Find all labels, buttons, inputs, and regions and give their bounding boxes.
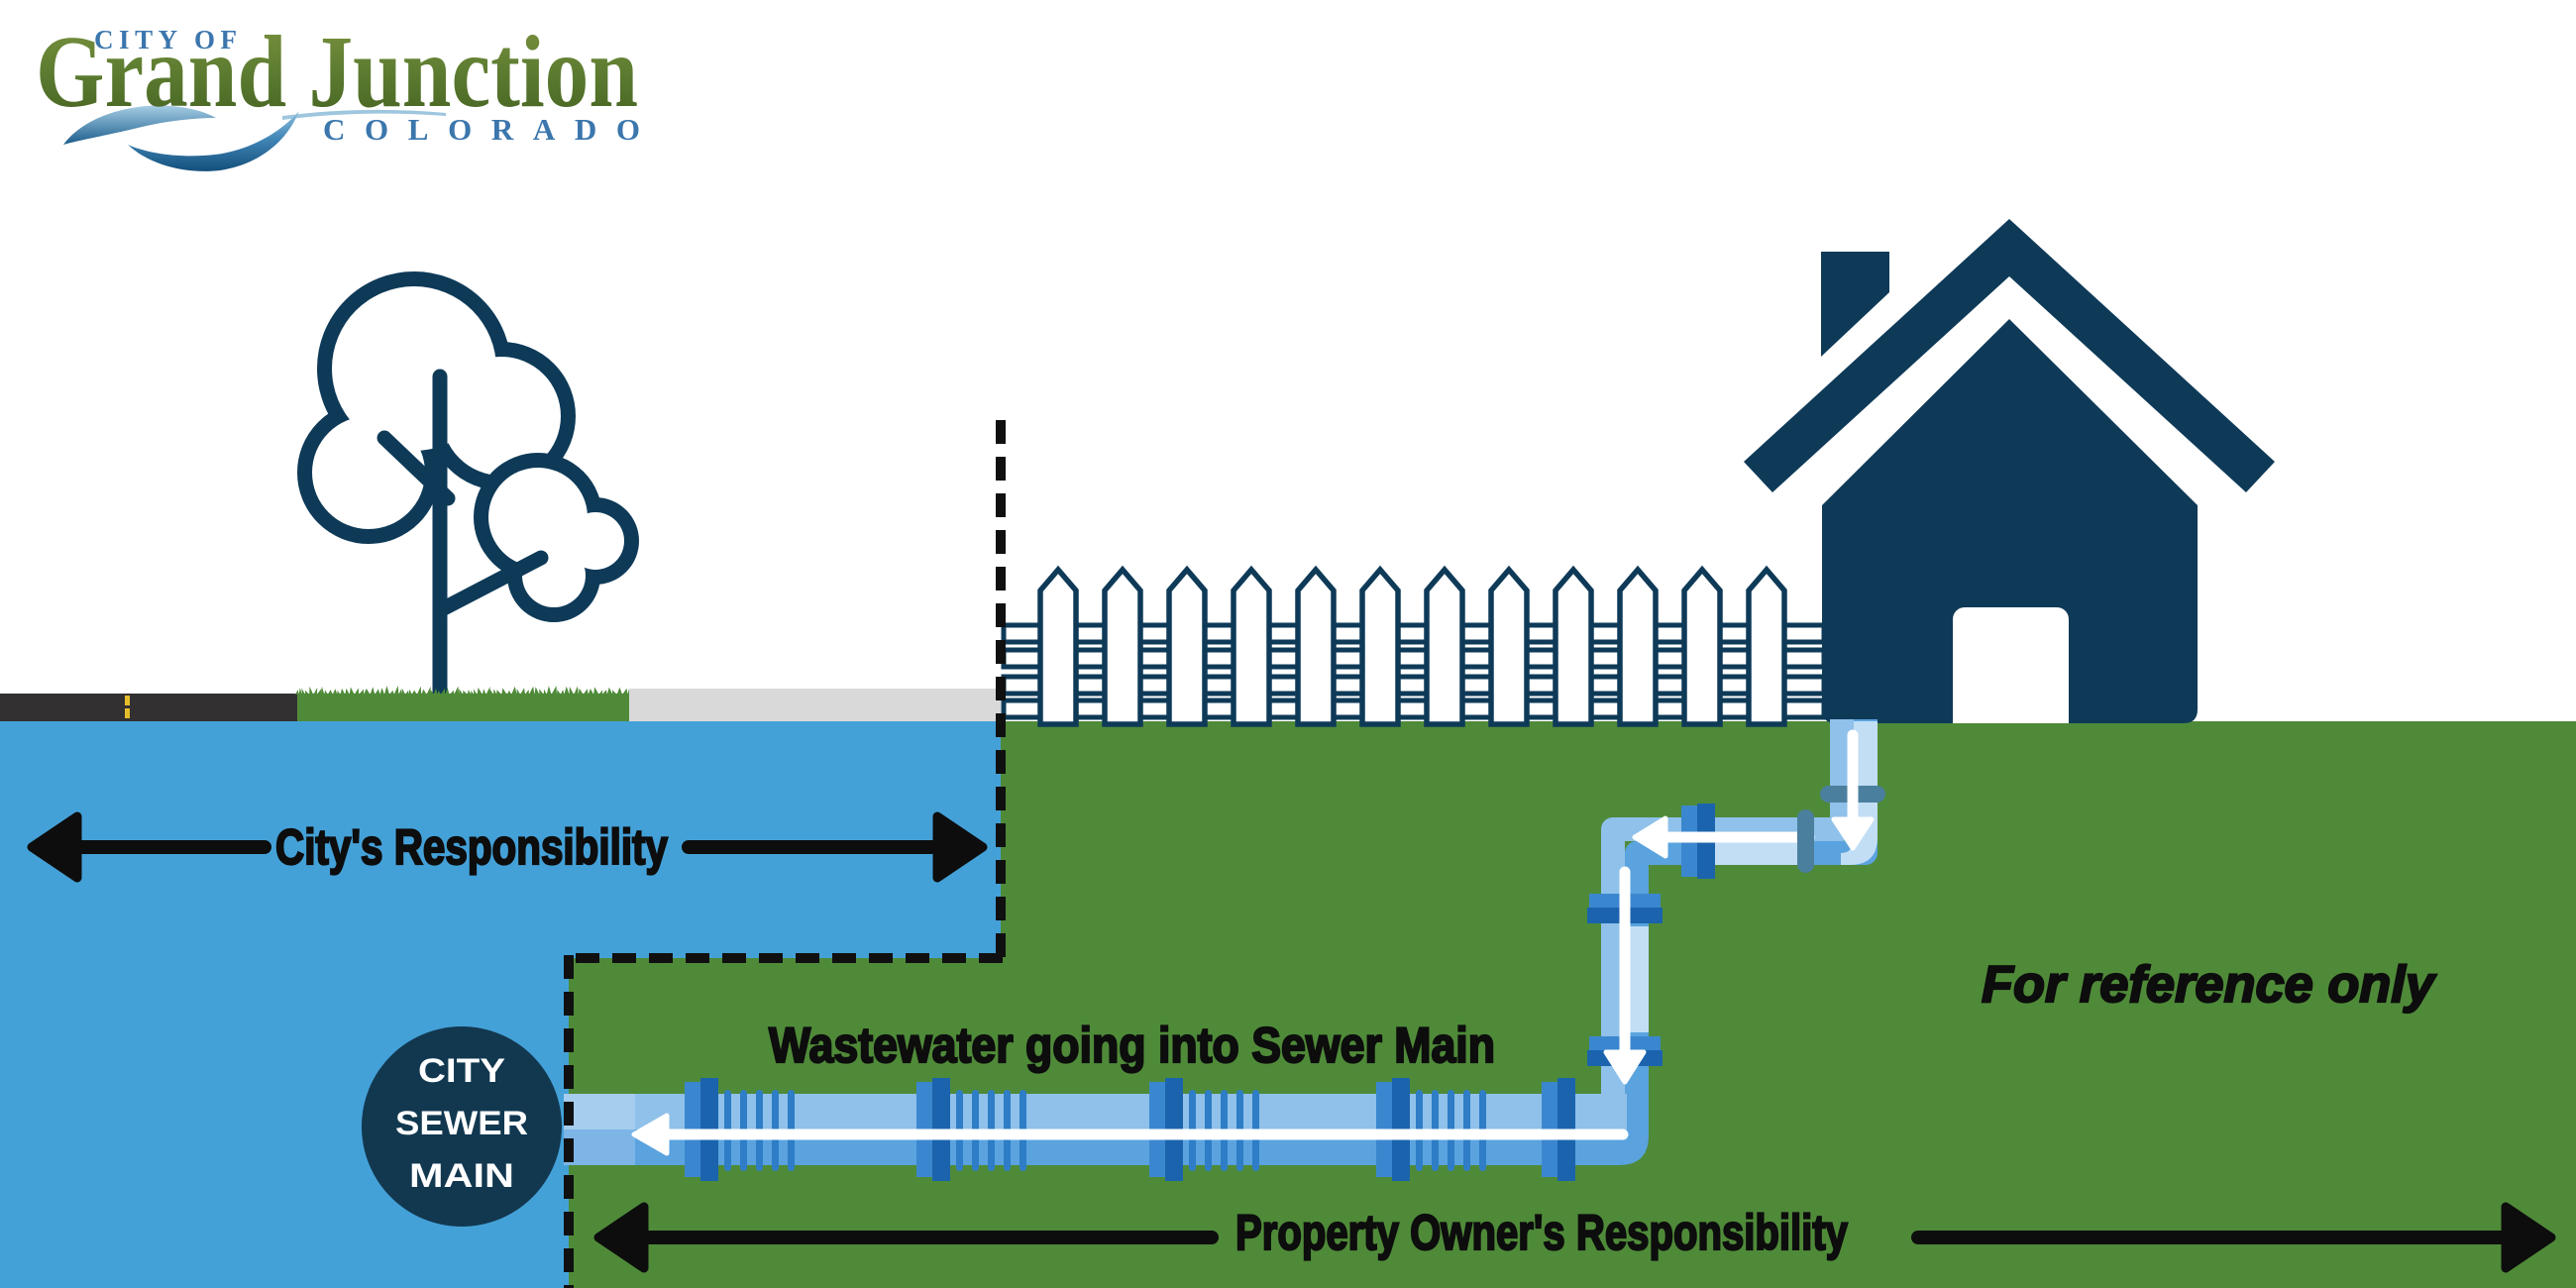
logo-name: Grand Junction	[36, 15, 638, 129]
wastewater-label: Wastewater going into Sewer Main	[769, 1018, 1495, 1073]
city-sewer-main-badge: CITY SEWER MAIN	[362, 1026, 562, 1227]
tree-icon	[297, 271, 639, 723]
property-responsibility-arrow-right	[1911, 1202, 2556, 1273]
sewer-pipe-icon	[564, 719, 1885, 1181]
flow-arrow-down-house	[1831, 729, 1875, 851]
logo-swoosh-tail	[282, 109, 446, 120]
pipe-pale-end-top	[564, 1094, 635, 1129]
logo-swoosh-small	[63, 105, 216, 145]
badge-circle	[362, 1026, 562, 1227]
city-underground-area	[0, 721, 1001, 1288]
fence-pickets	[1037, 565, 1787, 727]
property-responsibility-arrow-left	[593, 1202, 1219, 1273]
pipe-pale-segment-upper	[1715, 841, 1798, 865]
grass-blades	[295, 686, 633, 695]
badge-line1: CITY	[418, 1052, 505, 1090]
pipe-coupling-ring-upper	[1797, 809, 1814, 873]
reference-only-label: For reference only	[1982, 956, 2437, 1014]
house-door-bottom	[1953, 694, 2069, 723]
house-body	[1822, 319, 2198, 723]
road-strip	[0, 694, 297, 721]
city-logo: CITY OF Grand Junction COLORADO	[36, 15, 640, 171]
grass-strip	[297, 694, 629, 721]
flow-arrow-left-main	[631, 1113, 1629, 1156]
city-responsibility-label: City's Responsibility	[275, 819, 668, 875]
house-chimney	[1821, 252, 1889, 357]
house-icon	[1744, 219, 2275, 723]
sidewalk-strip	[629, 689, 1001, 721]
boundary-dashed-line	[564, 420, 1006, 1288]
house-roof-band	[1744, 219, 2275, 492]
city-responsibility-arrow-right	[682, 811, 988, 883]
pipe-main-run	[564, 1094, 1649, 1165]
badge-line2: SEWER	[395, 1105, 528, 1142]
pipe-pale-end-bottom	[564, 1129, 635, 1165]
property-responsibility-group: Property Owner's Responsibility	[593, 1202, 2556, 1273]
logo-swoosh-main	[128, 111, 299, 171]
tree-canopy-small-fill	[488, 468, 624, 607]
pipe-light-half	[1601, 719, 1854, 1100]
city-responsibility-group: City's Responsibility	[27, 811, 988, 883]
flow-arrow-down-vertical	[1603, 866, 1647, 1085]
flow-arrow-left-upper	[1632, 815, 1815, 859]
tree-trunk	[376, 369, 549, 723]
city-responsibility-arrow-left	[27, 811, 271, 883]
property-responsibility-label: Property Owner's Responsibility	[1235, 1205, 1848, 1260]
pipe-flow-arrows	[631, 729, 1875, 1156]
logo-swoosh-icon	[63, 105, 446, 171]
tree-canopy-large-fill	[312, 286, 561, 529]
road-centerline	[125, 696, 130, 718]
badge-line3: MAIN	[409, 1157, 514, 1195]
